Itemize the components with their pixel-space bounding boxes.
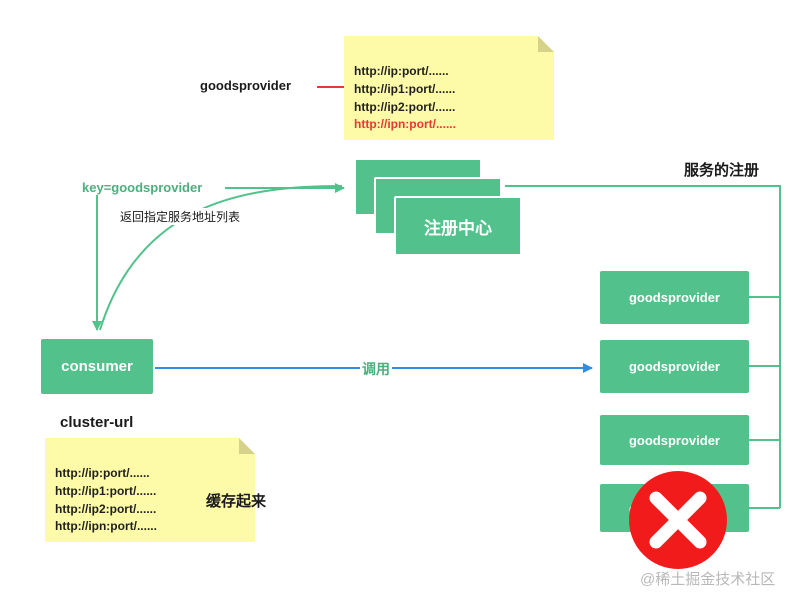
bottom-address-note: http://ip:port/...... http://ip1:port/..… (45, 438, 255, 542)
bottom-note-line-2: http://ip1:port/...... (55, 484, 157, 498)
top-note-line-4: http://ipn:port/...... (354, 117, 456, 131)
provider-label-1: goodsprovider (628, 290, 720, 305)
call-label: 调用 (360, 359, 392, 379)
provider-box-2[interactable]: goodsprovider (600, 340, 749, 393)
provider-box-4[interactable]: goodsprovider (600, 484, 749, 532)
consumer-box[interactable]: consumer (41, 339, 153, 394)
bottom-note-line-3: http://ip2:port/...... (55, 502, 157, 516)
bottom-note-line-1: http://ip:port/...... (55, 466, 150, 480)
top-note-line-3: http://ip2:port/...... (354, 100, 456, 114)
return-list-label: 返回指定服务地址列表 (118, 208, 243, 225)
service-registration-label: 服务的注册 (684, 162, 760, 179)
provider-box-3[interactable]: goodsprovider (600, 415, 749, 465)
consumer-label: consumer (61, 358, 133, 375)
key-label: key=goodsprovider (82, 180, 203, 195)
registry-bus-line (505, 185, 781, 508)
registry-center[interactable]: 注册中心 (394, 196, 522, 256)
watermark: @稀土掘金技术社区 (640, 571, 776, 588)
top-address-note: http://ip:port/...... http://ip1:port/..… (344, 36, 554, 140)
top-note-line-1: http://ip:port/...... (354, 64, 449, 78)
cache-label: 缓存起来 (206, 493, 267, 510)
provider-label-4: goodsprovider (628, 500, 720, 516)
registry-label: 注册中心 (424, 218, 492, 238)
bottom-note-line-4: http://ipn:port/...... (55, 519, 157, 533)
provider-label-2: goodsprovider (628, 359, 720, 374)
cluster-url-label: cluster-url (60, 414, 134, 431)
goodsprovider-label: goodsprovider (200, 78, 292, 93)
provider-box-1[interactable]: goodsprovider (600, 271, 749, 324)
provider-label-3: goodsprovider (628, 432, 720, 448)
top-note-line-2: http://ip1:port/...... (354, 82, 456, 96)
